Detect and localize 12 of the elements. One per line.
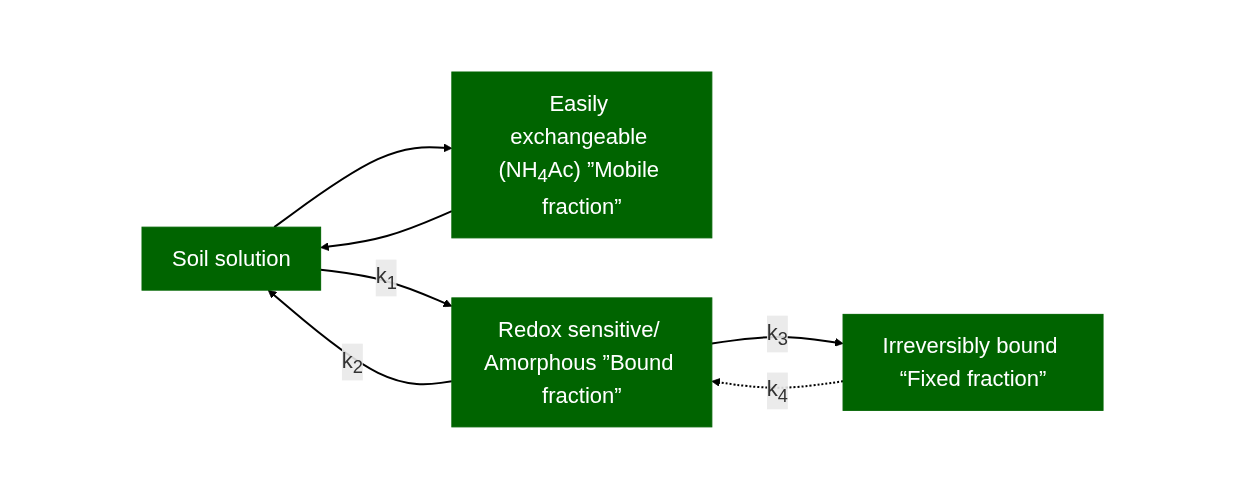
node-box: Irreversibly bound “Fixed fraction” xyxy=(842,313,1104,411)
edge-label: k$_{3}$ xyxy=(766,319,789,349)
edge-label: k$_{2}$ xyxy=(341,347,364,377)
node-box: Soil solution xyxy=(141,226,322,291)
arrow xyxy=(267,289,453,385)
arrow xyxy=(711,377,844,389)
edge-label: k$_{1}$ xyxy=(375,263,397,293)
node-box: Redox sensitive/ Amorphous ”Bound fraction” xyxy=(451,296,713,427)
arrow xyxy=(273,143,453,228)
node-box: Easily exchangeable (NH$_{4}$Ac) ”Mobile fraction” xyxy=(451,71,713,238)
arrow xyxy=(320,209,453,251)
edge-label: k$_{4}$ xyxy=(766,375,789,406)
